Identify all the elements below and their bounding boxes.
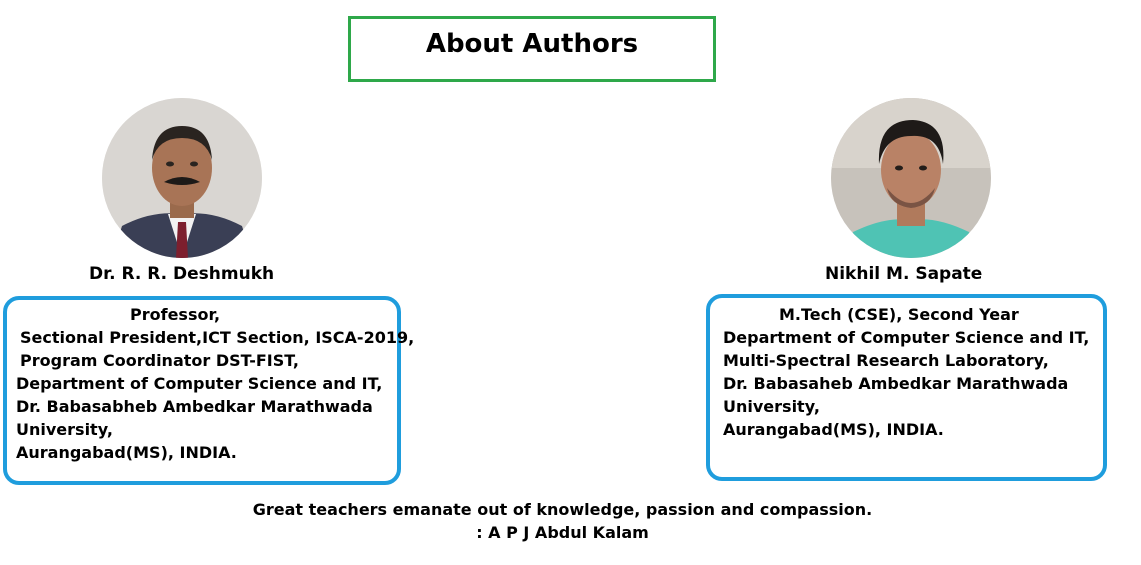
author-2-line: M.Tech (CSE), Second Year <box>779 305 1019 324</box>
author-1-portrait-illustration <box>102 98 262 258</box>
author-1-line: Aurangabad(MS), INDIA. <box>16 443 237 462</box>
author-1-line: Sectional President,ICT Section, ISCA-20… <box>20 328 415 347</box>
author-2-info-box <box>706 294 1107 481</box>
author-1-name: Dr. R. R. Deshmukh <box>89 264 275 284</box>
author-1-line: University, <box>16 420 113 439</box>
quote-attribution: : A P J Abdul Kalam <box>476 523 649 542</box>
page-title: About Authors <box>425 29 639 59</box>
author-1-photo <box>102 98 262 258</box>
title-box: About Authors <box>348 16 716 82</box>
author-1-line: Department of Computer Science and IT, <box>16 374 383 393</box>
author-2-line: Department of Computer Science and IT, <box>723 328 1090 347</box>
author-1-info-box <box>3 296 401 485</box>
author-2-name: Nikhil M. Sapate <box>825 264 983 284</box>
author-2-line: University, <box>723 397 820 416</box>
author-2-photo <box>831 98 991 258</box>
author-1-line: Professor, <box>130 305 221 324</box>
author-2-portrait-illustration <box>831 98 991 258</box>
author-1-line: Dr. Babasabheb Ambedkar Marathwada <box>16 397 373 416</box>
quote-text: Great teachers emanate out of knowledge,… <box>252 500 873 519</box>
author-1-line: Program Coordinator DST-FIST, <box>20 351 299 370</box>
author-2-line: Multi-Spectral Research Laboratory, <box>723 351 1049 370</box>
author-2-line: Dr. Babasaheb Ambedkar Marathwada <box>723 374 1069 393</box>
author-2-line: Aurangabad(MS), INDIA. <box>723 420 944 439</box>
